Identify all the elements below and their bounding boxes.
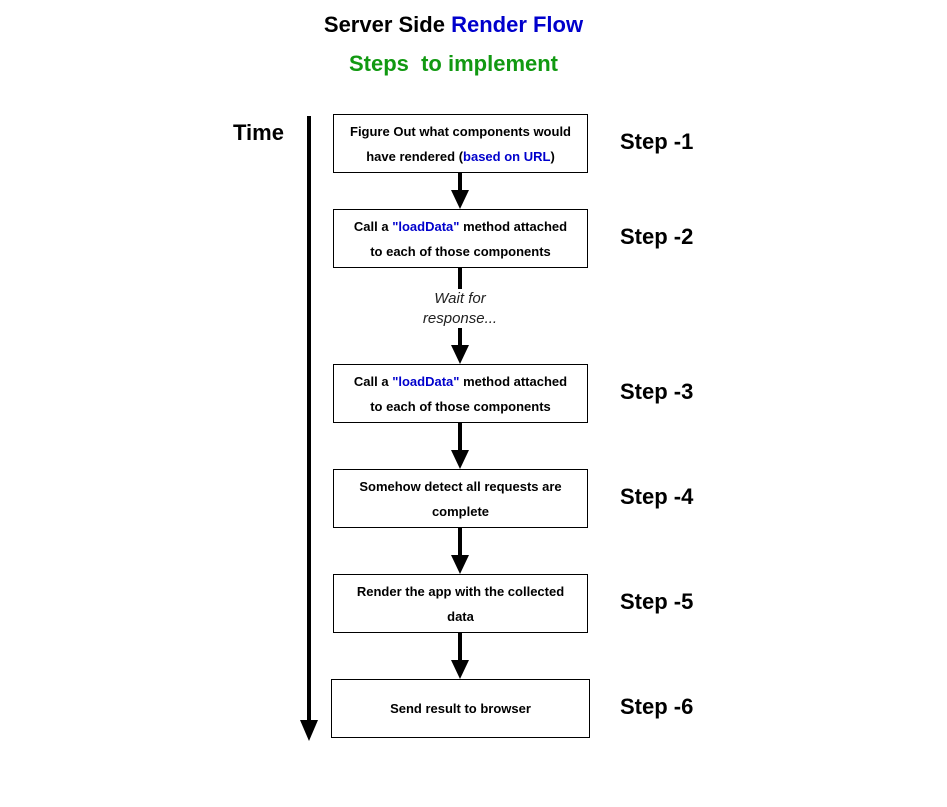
step-label-2: Step -2 bbox=[620, 224, 694, 249]
step-label-3: Step -3 bbox=[620, 379, 694, 404]
box-3-line-1: Call a "loadData" method attached bbox=[354, 369, 567, 394]
box-4-line-1: Somehow detect all requests are bbox=[359, 478, 562, 494]
flow-box-4: Somehow detect all requests are complete bbox=[333, 469, 588, 528]
step-label-4: Step -4 bbox=[620, 484, 694, 509]
time-label: Time bbox=[233, 120, 284, 145]
box-5-line-1: Render the app with the collected bbox=[356, 583, 565, 599]
wait-for-response-label: Wait for response... bbox=[390, 289, 530, 329]
arrowhead-5-6 bbox=[451, 660, 469, 679]
step-label-5: Step -5 bbox=[620, 589, 694, 614]
box-2-line-2: to each of those components bbox=[370, 243, 551, 259]
title-part-black: Server Side bbox=[323, 12, 452, 37]
flow-box-5: Render the app with the collected data bbox=[333, 574, 588, 633]
flow-box-1: Figure Out what components would have re… bbox=[333, 114, 588, 173]
box-2-line-1: Call a "loadData" method attached bbox=[354, 214, 567, 239]
flow-box-6: Send result to browser bbox=[331, 679, 590, 738]
arrowhead-3-4 bbox=[451, 450, 469, 469]
diagram-title: Server Side Render Flow bbox=[0, 12, 907, 38]
box-1-highlight: based on URL bbox=[463, 148, 551, 164]
arrowhead-4-5 bbox=[451, 555, 469, 574]
flow-box-3: Call a "loadData" method attached to eac… bbox=[333, 364, 588, 423]
wait-label-line2: response... bbox=[422, 310, 498, 327]
step-label-6: Step -6 bbox=[620, 694, 694, 719]
box-5-line-2: data bbox=[447, 608, 474, 624]
timeline-arrowhead bbox=[300, 720, 318, 741]
title-part-blue: Render Flow bbox=[451, 12, 584, 37]
wait-label-line1: Wait for bbox=[434, 290, 486, 307]
box-1-text-end: ) bbox=[550, 148, 555, 164]
box-3-text-end: method attached bbox=[459, 373, 568, 389]
step-label-1: Step -1 bbox=[620, 129, 694, 154]
arrowhead-2-3 bbox=[451, 345, 469, 364]
box-2-highlight: "loadData" bbox=[392, 218, 460, 234]
box-3-text: Call a bbox=[353, 373, 393, 389]
arrowhead-1-2 bbox=[451, 190, 469, 209]
box-3-line-2: to each of those components bbox=[370, 398, 551, 414]
box-2-text-end: method attached bbox=[459, 218, 568, 234]
box-3-highlight: "loadData" bbox=[392, 373, 460, 389]
box-4-line-2: complete bbox=[431, 503, 490, 519]
box-6-line-1: Send result to browser bbox=[390, 701, 531, 716]
box-1-line-1: Figure Out what components would bbox=[350, 123, 571, 139]
flow-box-2: Call a "loadData" method attached to eac… bbox=[333, 209, 588, 268]
box-1-line-2: have rendered (based on URL) bbox=[350, 144, 571, 169]
box-1-text: have rendered ( bbox=[366, 148, 464, 164]
box-2-text: Call a bbox=[353, 218, 393, 234]
diagram-subtitle: Steps to implement bbox=[348, 51, 559, 76]
